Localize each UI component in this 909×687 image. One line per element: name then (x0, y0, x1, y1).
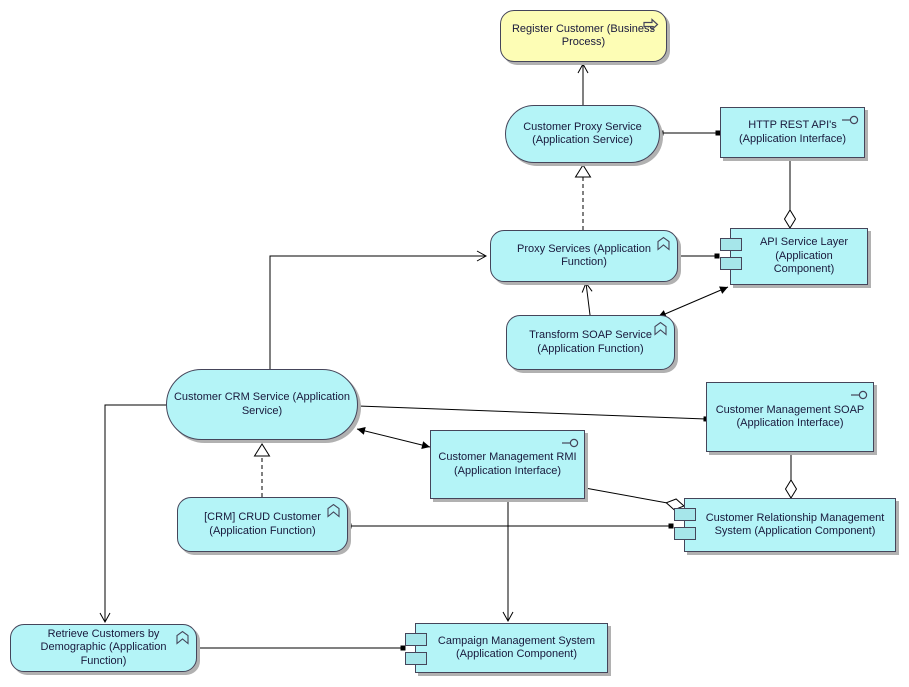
node-label: Register Customer (Business Process) (511, 22, 656, 48)
relationship-crm-system-aggregates-rmi-interface[interactable] (584, 487, 685, 511)
node-crm-crud-customer[interactable]: [CRM] CRUD Customer (Application Functio… (177, 497, 348, 552)
node-customer-crm-service[interactable]: Customer CRM Service (Application Servic… (166, 369, 358, 440)
relationship-proxy-services-realizes-proxy-service[interactable] (574, 164, 592, 230)
node-register-customer[interactable]: Register Customer (Business Process) (500, 10, 667, 62)
node-label: Customer CRM Service (Application Servic… (173, 391, 351, 417)
relationship-crm-system-aggregates-soap-interface[interactable] (784, 452, 798, 499)
relationship-transform-soap-to-api-layer[interactable] (656, 283, 729, 320)
relationship-rmi-interface-to-campaign-system[interactable] (502, 499, 514, 623)
relationship-transform-soap-to-proxy-services[interactable] (581, 281, 593, 316)
relationship-rest-api-to-proxy-service[interactable] (658, 130, 721, 136)
interface-lollipop-icon (842, 115, 859, 125)
function-chevron-icon (175, 630, 190, 645)
relationship-rmi-interface-to-crm-service[interactable] (356, 425, 431, 451)
relationship-proxy-services-to-api-layer[interactable] (675, 253, 720, 259)
relationship-crm-service-to-retrieve-customers[interactable] (99, 404, 166, 624)
node-customer-management-soap[interactable]: Customer Management SOAP (Application In… (706, 382, 874, 452)
node-label: Proxy Services (Application Function) (517, 242, 651, 268)
node-label: Retrieve Customers by Demographic (Appli… (40, 627, 167, 667)
node-api-service-layer[interactable]: API Service Layer (Application Component… (720, 228, 868, 285)
relationship-crm-service-to-proxy-services[interactable] (269, 250, 488, 369)
node-customer-relationship-management-system[interactable]: Customer Relationship Management System … (674, 498, 896, 552)
relationship-retrieve-customers-to-campaign-system[interactable] (194, 645, 406, 651)
node-http-rest-apis[interactable]: HTTP REST API's (Application Interface) (720, 107, 865, 158)
interface-lollipop-icon (562, 438, 579, 448)
node-campaign-management-system[interactable]: Campaign Management System (Application … (405, 623, 608, 673)
function-chevron-icon (656, 236, 671, 251)
component-tab-icon (674, 527, 696, 540)
process-arrow-icon (643, 18, 659, 31)
node-label: HTTP REST API's (Application Interface) (739, 119, 846, 145)
node-label: Customer Management SOAP (Application In… (715, 403, 865, 429)
relationship-soap-interface-to-crm-service[interactable] (355, 403, 709, 422)
node-label: Campaign Management System (Application … (437, 634, 596, 660)
component-tab-icon (720, 238, 742, 251)
relationship-proxy-service-to-register-customer[interactable] (577, 62, 589, 105)
component-tab-icon (674, 508, 696, 521)
node-customer-proxy-service[interactable]: Customer Proxy Service (Application Serv… (505, 105, 660, 163)
node-transform-soap-service[interactable]: Transform SOAP Service (Application Func… (506, 315, 675, 370)
component-tab-icon (720, 257, 742, 270)
interface-lollipop-icon (851, 390, 868, 400)
node-label: Customer Management RMI (Application Int… (438, 451, 577, 477)
node-customer-management-rmi[interactable]: Customer Management RMI (Application Int… (430, 430, 585, 499)
node-label: Transform SOAP Service (Application Func… (529, 329, 652, 355)
relationship-api-layer-aggregates-rest-api[interactable] (783, 158, 797, 229)
node-label: [CRM] CRUD Customer (Application Functio… (204, 511, 321, 537)
node-label: API Service Layer (Application Component… (759, 236, 849, 276)
component-tab-icon (405, 633, 427, 646)
node-label: Customer Proxy Service (Application Serv… (523, 120, 642, 146)
function-chevron-icon (653, 321, 668, 336)
node-proxy-services[interactable]: Proxy Services (Application Function) (490, 230, 678, 282)
relationship-crm-system-to-crud-customer[interactable] (346, 523, 674, 529)
node-label: Customer Relationship Management System … (705, 511, 885, 537)
relationship-crud-customer-realizes-crm-service[interactable] (253, 443, 271, 497)
component-tab-icon (405, 652, 427, 665)
node-retrieve-customers-by-demographic[interactable]: Retrieve Customers by Demographic (Appli… (10, 624, 197, 672)
function-chevron-icon (326, 503, 341, 518)
